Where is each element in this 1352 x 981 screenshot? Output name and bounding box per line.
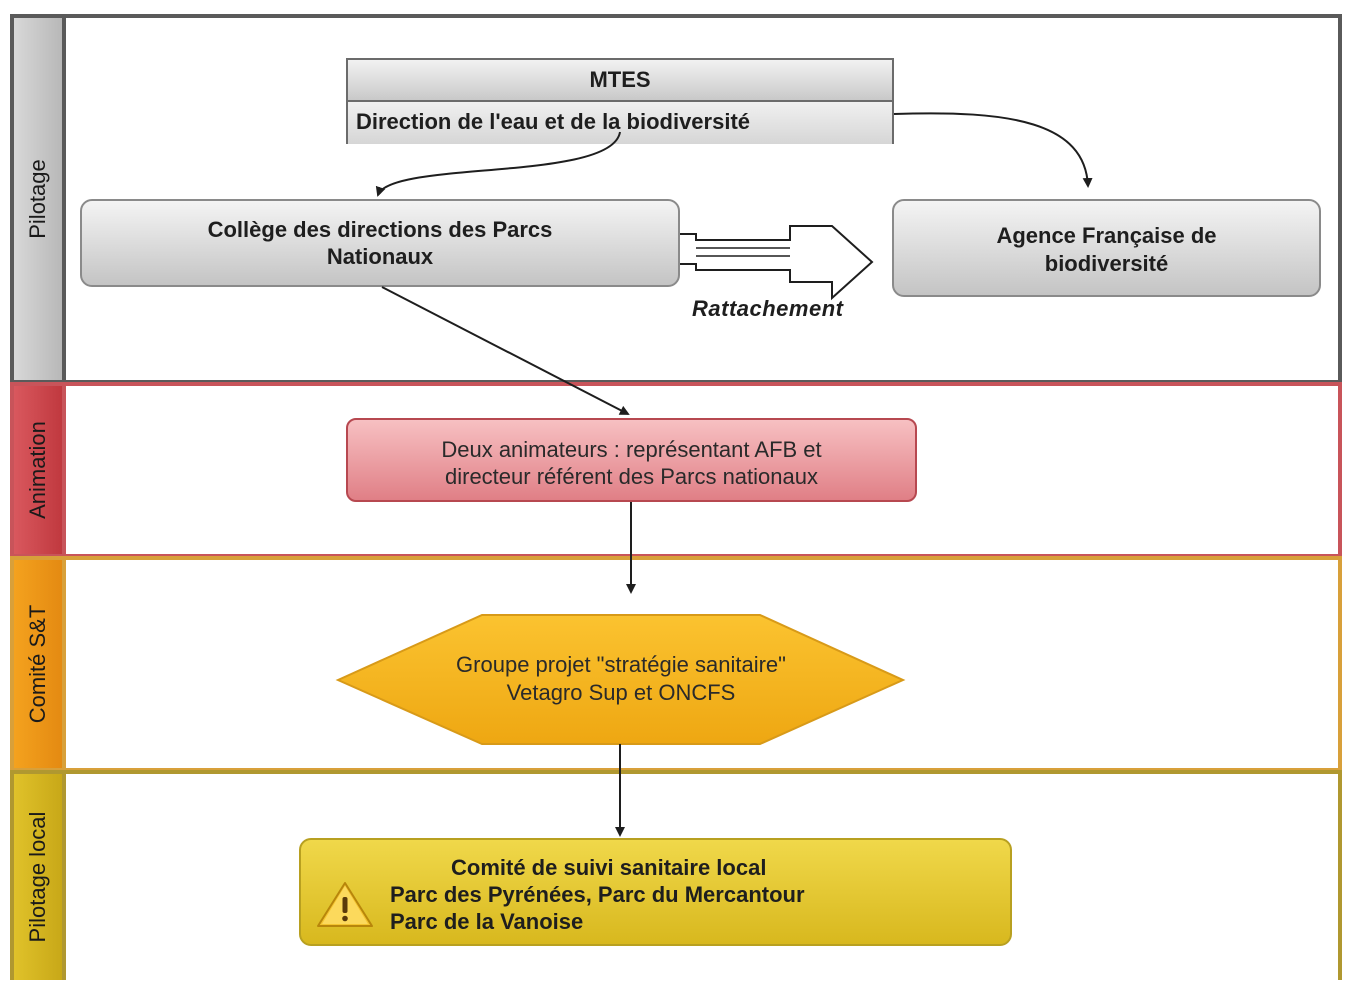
groupe-line: Groupe projet "stratégie sanitaire" bbox=[456, 652, 786, 677]
groupe-projet-text: Groupe projet "stratégie sanitaire" Veta… bbox=[340, 651, 902, 707]
lane-label-pilotage-local: Pilotage local bbox=[14, 774, 66, 980]
animateurs-box: Deux animateurs : représentant AFB et di… bbox=[346, 418, 917, 502]
mtes-subtitle: Direction de l'eau et de la biodiversité bbox=[348, 102, 892, 144]
comite-local-line: Parc des Pyrénées, Parc du Mercantour bbox=[390, 882, 805, 907]
college-line: Nationaux bbox=[326, 244, 434, 269]
afb-line: Agence Française de bbox=[996, 223, 1217, 248]
animateurs-line: directeur référent des Parcs nationaux bbox=[445, 464, 818, 489]
college-line: Collège des directions des Parcs bbox=[207, 217, 553, 242]
afb-line: biodiversité bbox=[1044, 251, 1169, 276]
rattachement-label: Rattachement bbox=[692, 296, 844, 321]
mtes-title: MTES bbox=[348, 60, 892, 102]
comite-local-box: Comité de suivi sanitaire local Parc des… bbox=[299, 838, 1012, 946]
groupe-line: Vetagro Sup et ONCFS bbox=[506, 680, 736, 705]
lane-label-comite: Comité S&T bbox=[14, 560, 66, 768]
mtes-box: MTES Direction de l'eau et de la biodive… bbox=[346, 58, 894, 144]
comite-local-line: Comité de suivi sanitaire local bbox=[451, 855, 767, 880]
college-box: Collège des directions des Parcs Nationa… bbox=[80, 199, 680, 287]
warning-icon bbox=[317, 882, 373, 927]
afb-box: Agence Française de biodiversité bbox=[892, 199, 1321, 297]
groupe-projet-hexagon bbox=[335, 614, 906, 745]
lane-label-pilotage: Pilotage bbox=[14, 18, 66, 380]
comite-local-line: Parc de la Vanoise bbox=[390, 909, 584, 934]
animateurs-line: Deux animateurs : représentant AFB et bbox=[441, 437, 822, 462]
lane-label-animation: Animation bbox=[14, 386, 66, 554]
